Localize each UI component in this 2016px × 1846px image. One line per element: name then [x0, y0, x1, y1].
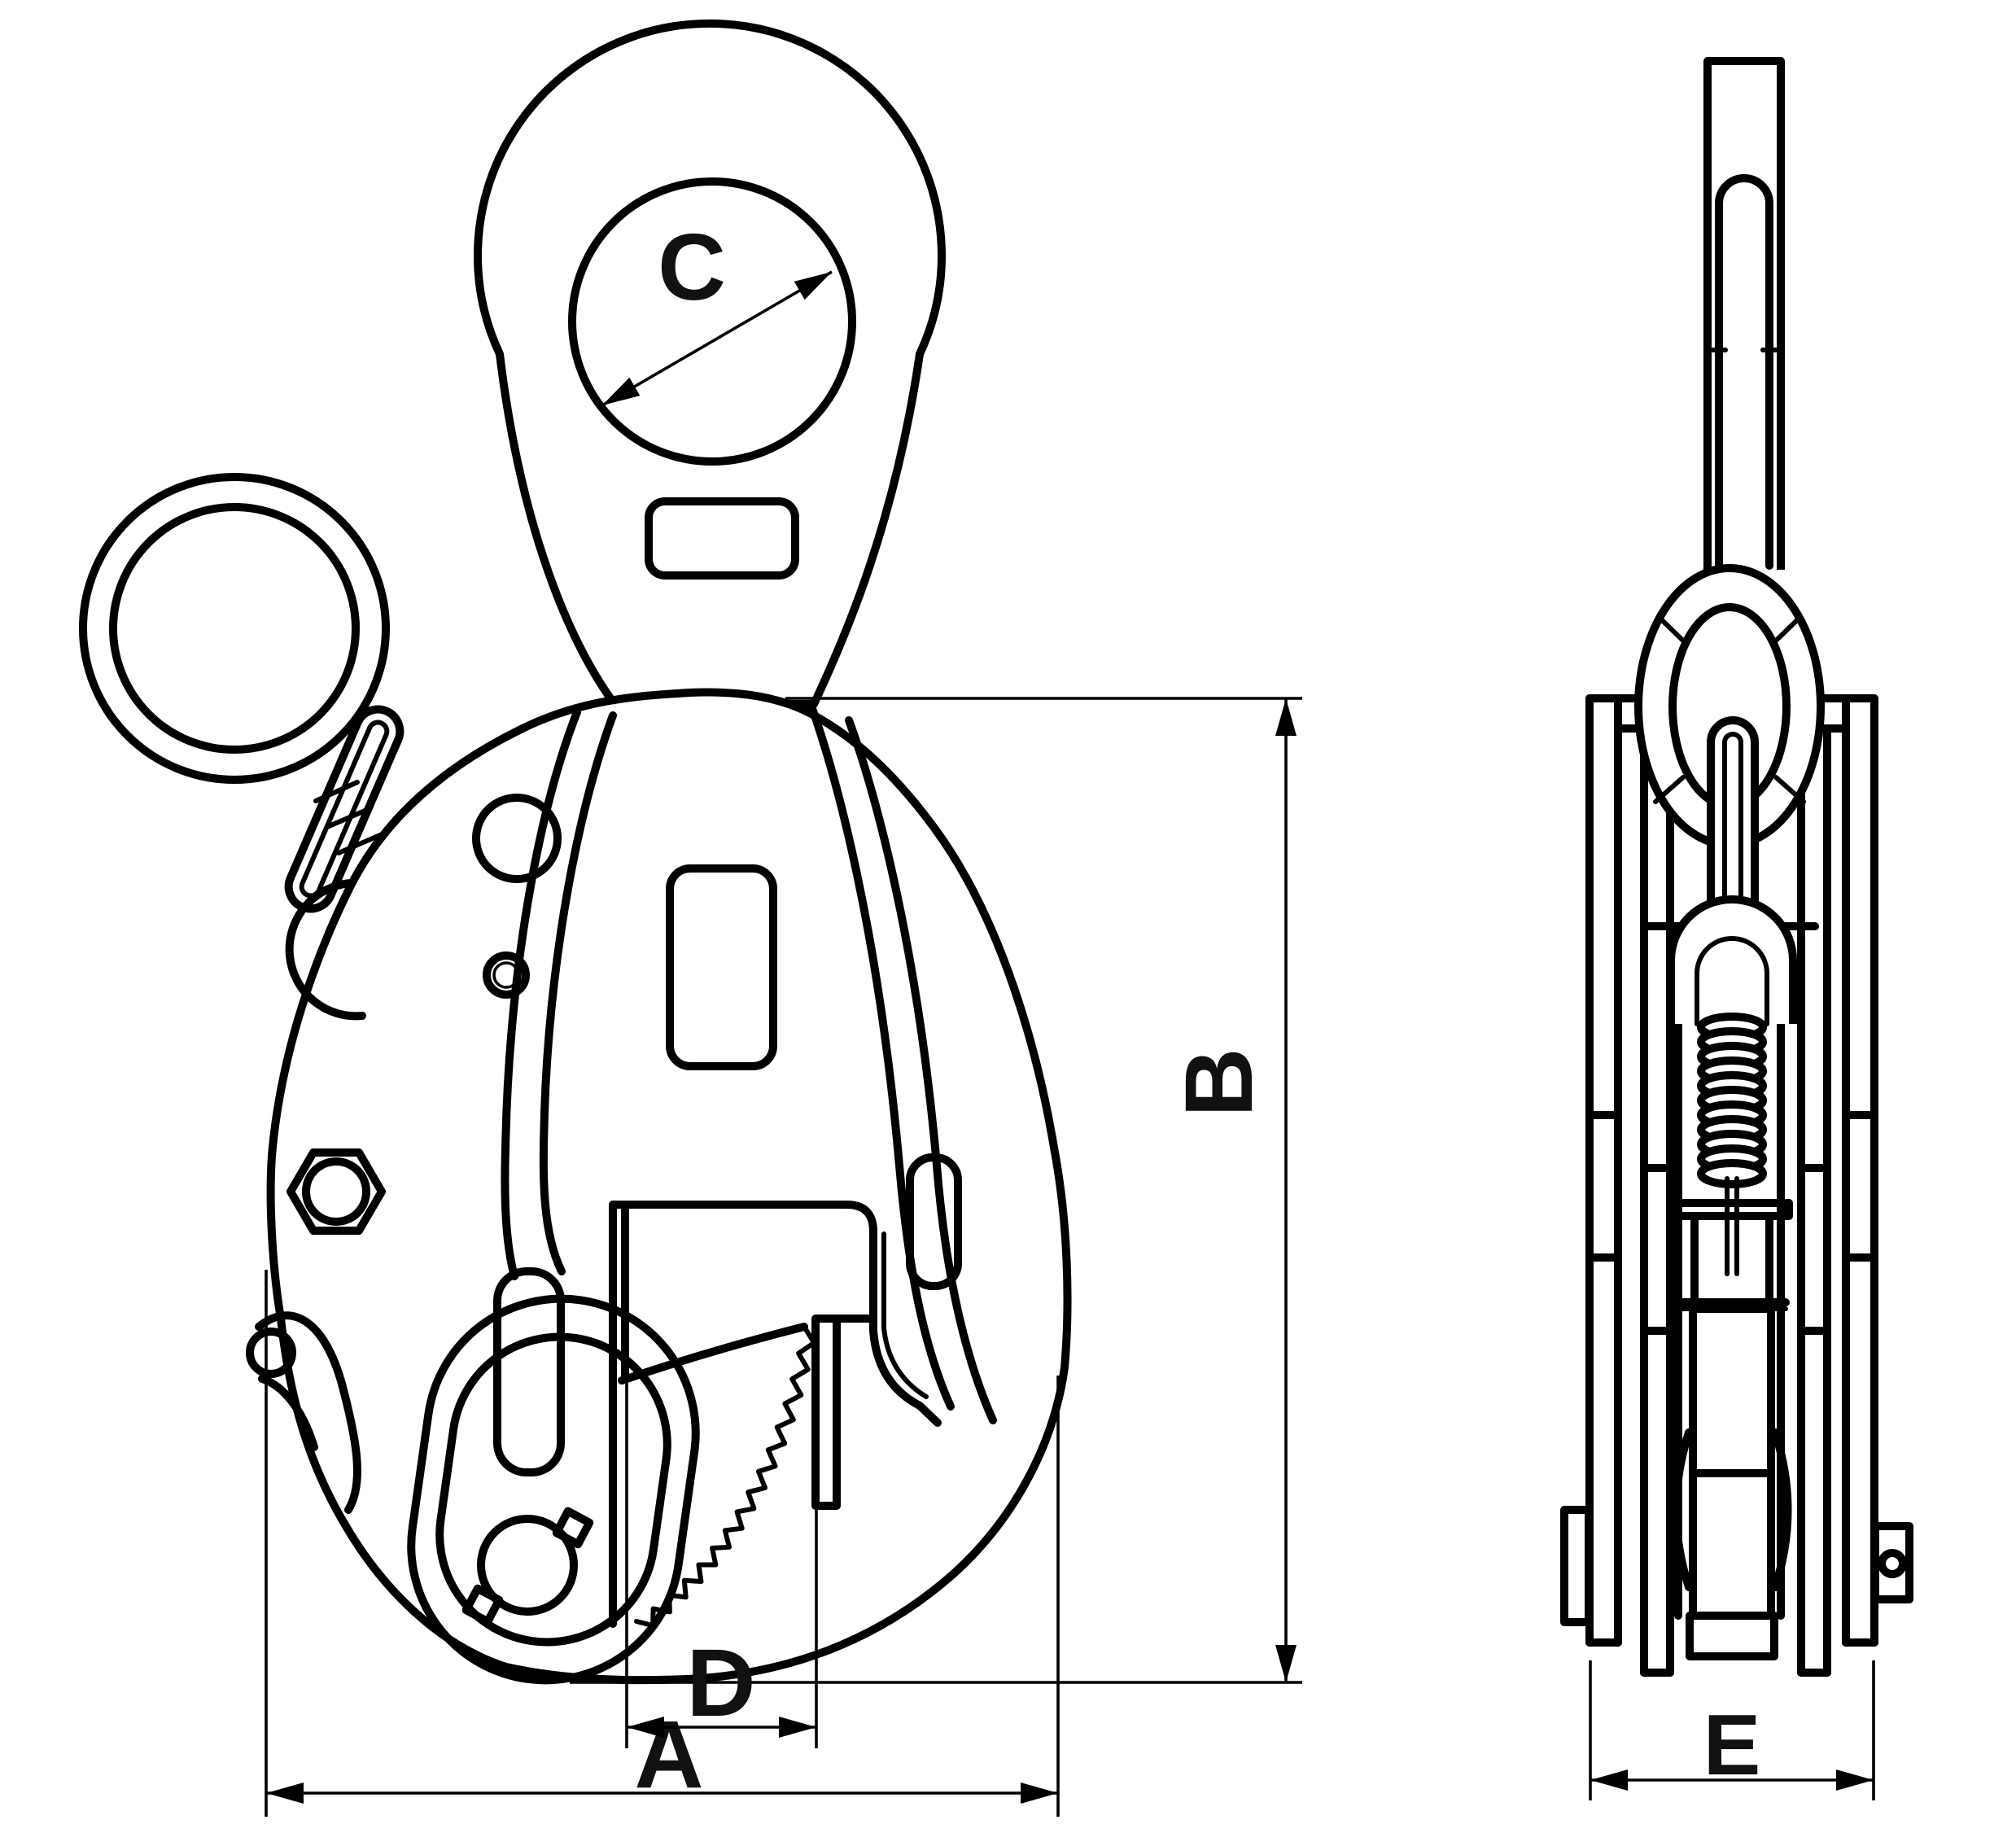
dimension-B: B: [570, 697, 1302, 1684]
eye-bar-edge: [1703, 57, 1785, 570]
shackle-ring-inner: [109, 503, 360, 754]
shackle-assembly: [79, 473, 405, 913]
dim-label-A: A: [634, 1701, 703, 1809]
right-stop-tab: [1871, 1522, 1913, 1603]
lifting-eye-hole: [568, 177, 856, 466]
dimension-A: A: [265, 1270, 1060, 1817]
cam-top-edge: [618, 1323, 808, 1384]
cam-pivot-pin: [461, 1507, 594, 1626]
eye-forge-mark: [645, 497, 799, 580]
left-stop-tab: [1560, 1506, 1593, 1626]
cam-mechanism-edge: [1671, 1199, 1793, 1660]
serrated-cam: [618, 1323, 817, 1629]
link-pivot-boss: [285, 879, 366, 1021]
small-rivet-hole-outer: [483, 951, 530, 999]
hex-nut: [286, 1148, 386, 1235]
jaw-opening: [609, 1201, 942, 1628]
dim-label-B: B: [1165, 1048, 1273, 1117]
link-wrap-ticks: [313, 780, 383, 855]
connecting-link-inner: [299, 720, 390, 899]
lower-link: [1667, 895, 1797, 1026]
dimensions: C B A D: [265, 214, 1875, 1817]
cam-housing-boss: [407, 1294, 700, 1685]
lock-lever-lug: [246, 1311, 362, 1514]
body-panel-slot: [666, 864, 777, 1070]
tension-spring: [1697, 1013, 1767, 1276]
dim-label-D: D: [686, 1629, 755, 1737]
cam-serrations: [634, 1324, 817, 1629]
body-inner-contours: [501, 700, 997, 1424]
cam-arm-slot: [493, 1267, 565, 1476]
dim-label-E: E: [1703, 1697, 1761, 1793]
dimension-D: D: [625, 1377, 818, 1748]
fixed-jaw-plate: [811, 1315, 841, 1510]
body-plates: [1585, 694, 1878, 1677]
dim-label-C: C: [658, 214, 726, 320]
dimension-E: E: [1589, 1660, 1875, 1800]
side-view: [1560, 57, 1913, 1677]
dimension-C: C: [601, 214, 833, 407]
small-rivet-hole-inner: [492, 961, 520, 989]
upper-body-hole: [472, 794, 562, 883]
ring-segment-ticks: [1653, 615, 1806, 804]
jaw-arm-slot: [906, 1153, 962, 1290]
clamp-body-outline: [266, 688, 1072, 1685]
front-view: [79, 19, 1072, 1685]
